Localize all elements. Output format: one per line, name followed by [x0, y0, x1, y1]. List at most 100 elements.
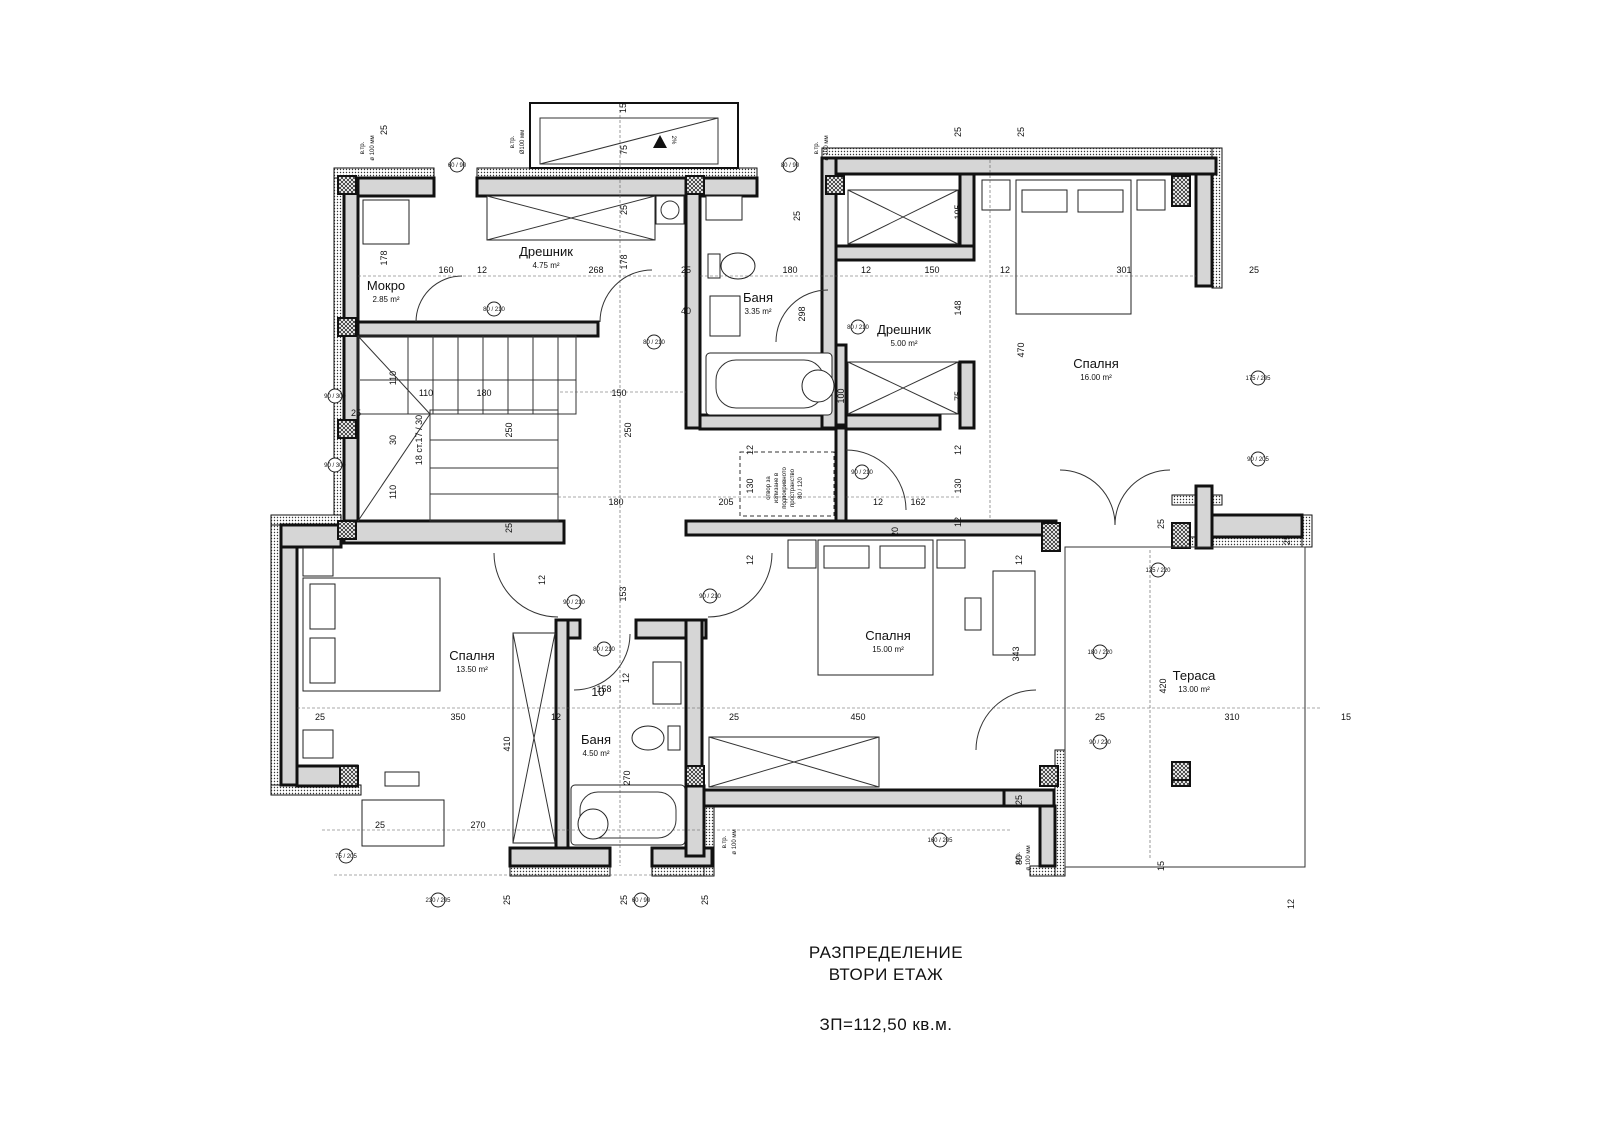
title-line-2: ВТОРИ ЕТАЖ — [829, 965, 944, 984]
dim-text: 12 — [873, 497, 883, 507]
dim-text: 12 — [537, 575, 547, 585]
room-name-terasa: Тераса — [1173, 668, 1216, 683]
dim-text: 25 — [792, 211, 802, 221]
door-tag: 160 / 205 — [927, 838, 953, 844]
slope-label: 2% — [670, 136, 676, 145]
dim-text: 25 — [953, 127, 963, 137]
room-name-banya-1: Баня — [743, 290, 773, 305]
dim-text: 420 — [1158, 678, 1168, 693]
dim-text: 25 — [1014, 795, 1024, 805]
title-line-1: РАЗПРЕДЕЛЕНИЕ — [809, 943, 963, 962]
dim-text: 25 — [700, 895, 710, 905]
dimension-lines — [297, 110, 1320, 876]
dim-text: 180 — [476, 388, 491, 398]
dim-text: 298 — [797, 306, 807, 321]
staircase — [357, 335, 577, 522]
columns — [337, 175, 1191, 787]
door-tag: 175 / 205 — [1245, 376, 1271, 382]
dim-text: 25 — [619, 205, 629, 215]
pipe-label-3b: ø 100 мм — [824, 135, 830, 160]
dim-text: 270 — [470, 820, 485, 830]
attic-label-5: 80 / 120 — [798, 476, 804, 498]
dim-text: 250 — [623, 422, 633, 437]
door-tag: 135 / 220 — [1145, 568, 1171, 574]
dim-text: 100 — [836, 388, 846, 403]
door-tag: 60 / 90 — [632, 898, 651, 904]
dim-text: 25 — [375, 820, 385, 830]
dim-text: 12 — [861, 265, 871, 275]
dim-text: 15 — [1156, 861, 1166, 871]
dim-text: 25 — [1282, 535, 1292, 545]
dim-text: 150 — [924, 265, 939, 275]
door-tag: 75 / 205 — [335, 854, 357, 860]
room-area-dreshnik-1: 4.75 m² — [532, 261, 559, 270]
dim-text: 25 — [351, 408, 361, 418]
door-tag: 80 / 210 — [643, 340, 665, 346]
room-area-spalnya-3: 15.00 m² — [872, 645, 904, 654]
dim-text: 105 — [953, 204, 963, 219]
interior-walls — [279, 156, 1304, 868]
door-tag: 90 / 210 — [563, 600, 585, 606]
dimension-texts: 15 75 25 178 25 178 268 160 12 25 180 12… — [315, 103, 1351, 909]
dim-text: 25 — [619, 895, 629, 905]
dim-text: 12 — [621, 673, 631, 683]
dim-text: 450 — [850, 712, 865, 722]
door-tag: 180 / 220 — [1087, 650, 1113, 656]
dim-text: 270 — [622, 770, 632, 785]
dim-text: 148 — [953, 300, 963, 315]
room-name-dreshnik-2: Дрешник — [877, 322, 931, 337]
dim-text: 40 — [681, 306, 691, 316]
dim-text: 343 — [1011, 646, 1021, 661]
balcony-top — [529, 102, 739, 169]
door-tag: 90 / 300 — [324, 394, 346, 400]
dim-text: 25 — [502, 895, 512, 905]
dim-text: 410 — [502, 736, 512, 751]
dim-text: 12 — [551, 712, 561, 722]
dim-text: 12 — [477, 265, 487, 275]
dim-text: 25 — [1016, 127, 1026, 137]
door-tag: 90 / 210 — [699, 594, 721, 600]
dim-text: 80 — [1014, 855, 1024, 865]
attic-label-4: пространство — [790, 468, 796, 507]
dim-text: 75 — [953, 391, 963, 401]
dim-text: 25 — [1095, 712, 1105, 722]
dim-text: 12 — [1000, 265, 1010, 275]
dim-text: 110 — [388, 485, 398, 499]
dim-text: 12 — [953, 517, 963, 527]
dim-text: 110 — [419, 388, 433, 398]
dim-text: 160 — [438, 265, 453, 275]
room-area-terasa: 13.00 m² — [1178, 685, 1210, 694]
door-tag: 90 / 210 — [851, 470, 873, 476]
pipe-label-2a: в.тр. — [510, 135, 516, 148]
pipe-label-1b: ø 100 мм — [370, 135, 376, 160]
dim-text: 178 — [379, 250, 389, 265]
dim-text: 25 — [729, 712, 739, 722]
dim-text: 150 — [611, 388, 626, 398]
room-labels: Мокро 2.85 m² Дрешник 4.75 m² Баня 3.35 … — [367, 244, 1216, 758]
dim-text: 110 — [388, 371, 398, 385]
pipe-label-4b: ø 100 мм — [732, 829, 738, 854]
room-area-spalnya-1: 16.00 m² — [1080, 373, 1112, 382]
dim-text: 268 — [588, 265, 603, 275]
door-tag: 230 / 205 — [425, 898, 451, 904]
step-label: 10 — [591, 685, 605, 699]
dim-text: 12 — [745, 555, 755, 565]
room-name-spalnya-1: Спалня — [1073, 356, 1118, 371]
pipe-label-4a: в.тр. — [722, 835, 728, 848]
door-tag: 90 / 220 — [1089, 740, 1111, 746]
attic-label-3: подпокривното — [782, 467, 788, 509]
room-name-spalnya-3: Спалня — [865, 628, 910, 643]
dim-text: 180 — [782, 265, 797, 275]
pipe-label-5a: в.тр. — [1016, 851, 1022, 864]
dim-text: 15 — [1341, 712, 1351, 722]
dim-text: 178 — [619, 254, 629, 269]
dim-text: 75 — [619, 145, 629, 155]
furniture — [302, 179, 1191, 847]
floor-area-label: ЗП=112,50 кв.м. — [820, 1015, 953, 1034]
dim-text: 470 — [1016, 342, 1026, 357]
dim-text: 153 — [618, 586, 628, 601]
room-name-banya-2: Баня — [581, 732, 611, 747]
dim-text: 15 — [618, 103, 628, 113]
dim-text: 20 — [890, 527, 900, 537]
